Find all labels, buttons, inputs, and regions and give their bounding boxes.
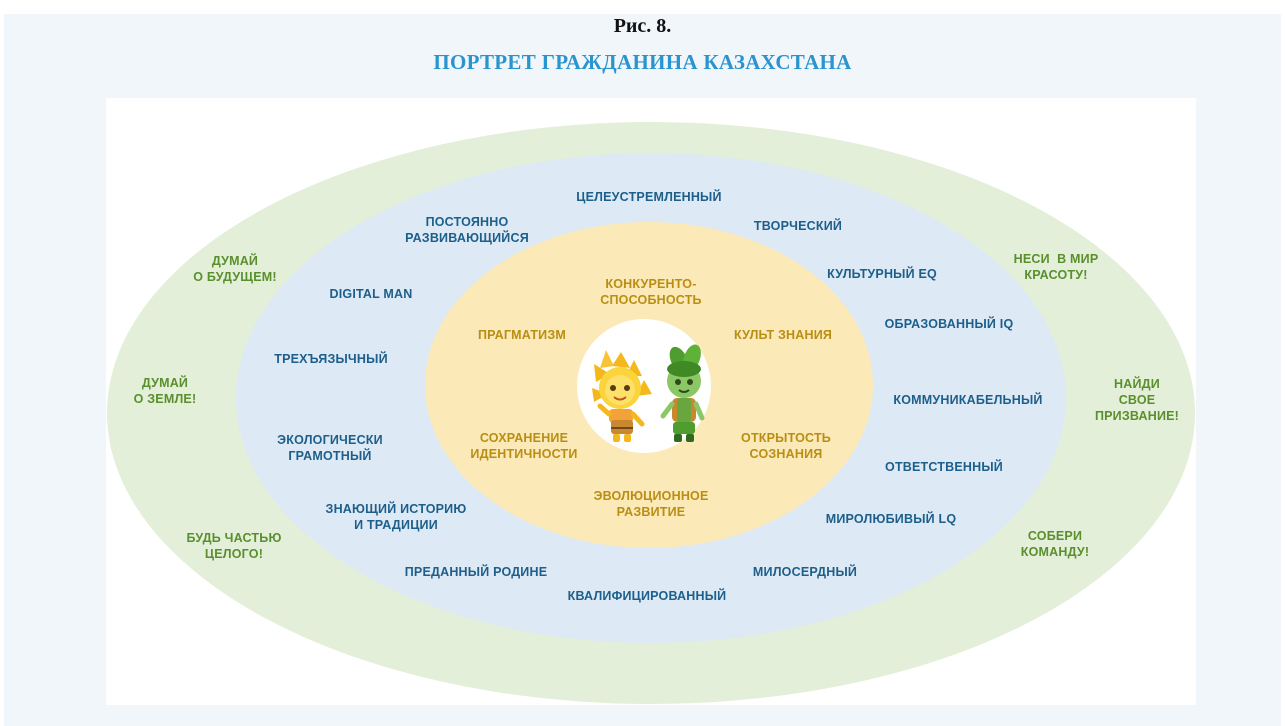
inner-label-cult-of-knowledge: КУЛЬТ ЗНАНИЯ — [733, 328, 833, 342]
figure-title: ПОРТРЕТ ГРАЖДАНИНА КАЗАХСТАНА — [433, 50, 852, 74]
inner-label-preserving-identity: СОХРАНЕНИЕ ИДЕНТИЧНОСТИ — [470, 431, 578, 461]
middle-label-cultural-eq: КУЛЬТУРНЫЙ EQ — [827, 267, 937, 281]
inner-label-open-mind: ОТКРЫТОСТЬ СОЗНАНИЯ — [741, 431, 831, 461]
middle-label-merciful: МИЛОСЕРДНЫЙ — [752, 565, 858, 579]
middle-label-purposeful: ЦЕЛЕУСТРЕМЛЕННЫЙ — [576, 190, 722, 204]
outer-label-bring-beauty: НЕСИ В МИР КРАСОТУ! — [1013, 252, 1099, 282]
outer-label-think-future: ДУМАЙ О БУДУЩЕМ! — [193, 254, 277, 284]
outer-label-think-earth: ДУМАЙ О ЗЕМЛЕ! — [133, 376, 197, 406]
middle-label-ecologically-literate: ЭКОЛОГИЧЕСКИ ГРАМОТНЫЙ — [277, 433, 383, 463]
middle-label-educated-iq: ОБРАЗОВАННЫЙ IQ — [884, 317, 1014, 331]
inner-label-evolutionary-development: ЭВОЛЮЦИОННОЕ РАЗВИТИЕ — [593, 489, 709, 519]
middle-label-knowing-history: ЗНАЮЩИЙ ИСТОРИЮ И ТРАДИЦИИ — [325, 502, 467, 532]
outer-label-be-part-whole: БУДЬ ЧАСТЬЮ ЦЕЛОГО! — [186, 531, 282, 561]
middle-label-digital-man: DIGITAL MAN — [329, 287, 413, 301]
inner-label-pragmatism: ПРАГМАТИЗМ — [477, 328, 567, 342]
figure-label: Рис. 8. — [613, 15, 672, 37]
middle-label-trilingual: ТРЕХЪЯЗЫЧНЫЙ — [274, 352, 388, 366]
middle-label-communicative: КОММУНИКАБЕЛЬНЫЙ — [893, 393, 1043, 407]
middle-label-responsible: ОТВЕТСТВЕННЫЙ — [885, 460, 1003, 474]
outer-label-find-calling: НАЙДИ СВОЕ ПРИЗВАНИЕ! — [1094, 377, 1180, 423]
middle-label-peaceful-lq: МИРОЛЮБИВЫЙ LQ — [825, 512, 957, 526]
diagram-canvas: ДУМАЙ О БУДУЩЕМ! ДУМАЙ О ЗЕМЛЕ! БУДЬ ЧАС… — [106, 98, 1196, 705]
leaf-mascot-icon — [660, 344, 705, 442]
outer-label-gather-team: СОБЕРИ КОМАНДУ! — [1020, 529, 1090, 559]
middle-label-qualified: КВАЛИФИЦИРОВАННЫЙ — [567, 589, 727, 603]
sun-mascot-icon — [592, 350, 652, 442]
middle-label-devoted-homeland: ПРЕДАННЫЙ РОДИНЕ — [404, 565, 548, 579]
concentric-ellipses-diagram — [107, 122, 1195, 704]
inner-label-competitiveness: КОНКУРЕНТО- СПОСОБНОСТЬ — [600, 277, 702, 307]
middle-label-creative: ТВОРЧЕСКИЙ — [753, 219, 843, 233]
middle-label-constantly-developing: ПОСТОЯННО РАЗВИВАЮЩИЙСЯ — [405, 215, 529, 245]
